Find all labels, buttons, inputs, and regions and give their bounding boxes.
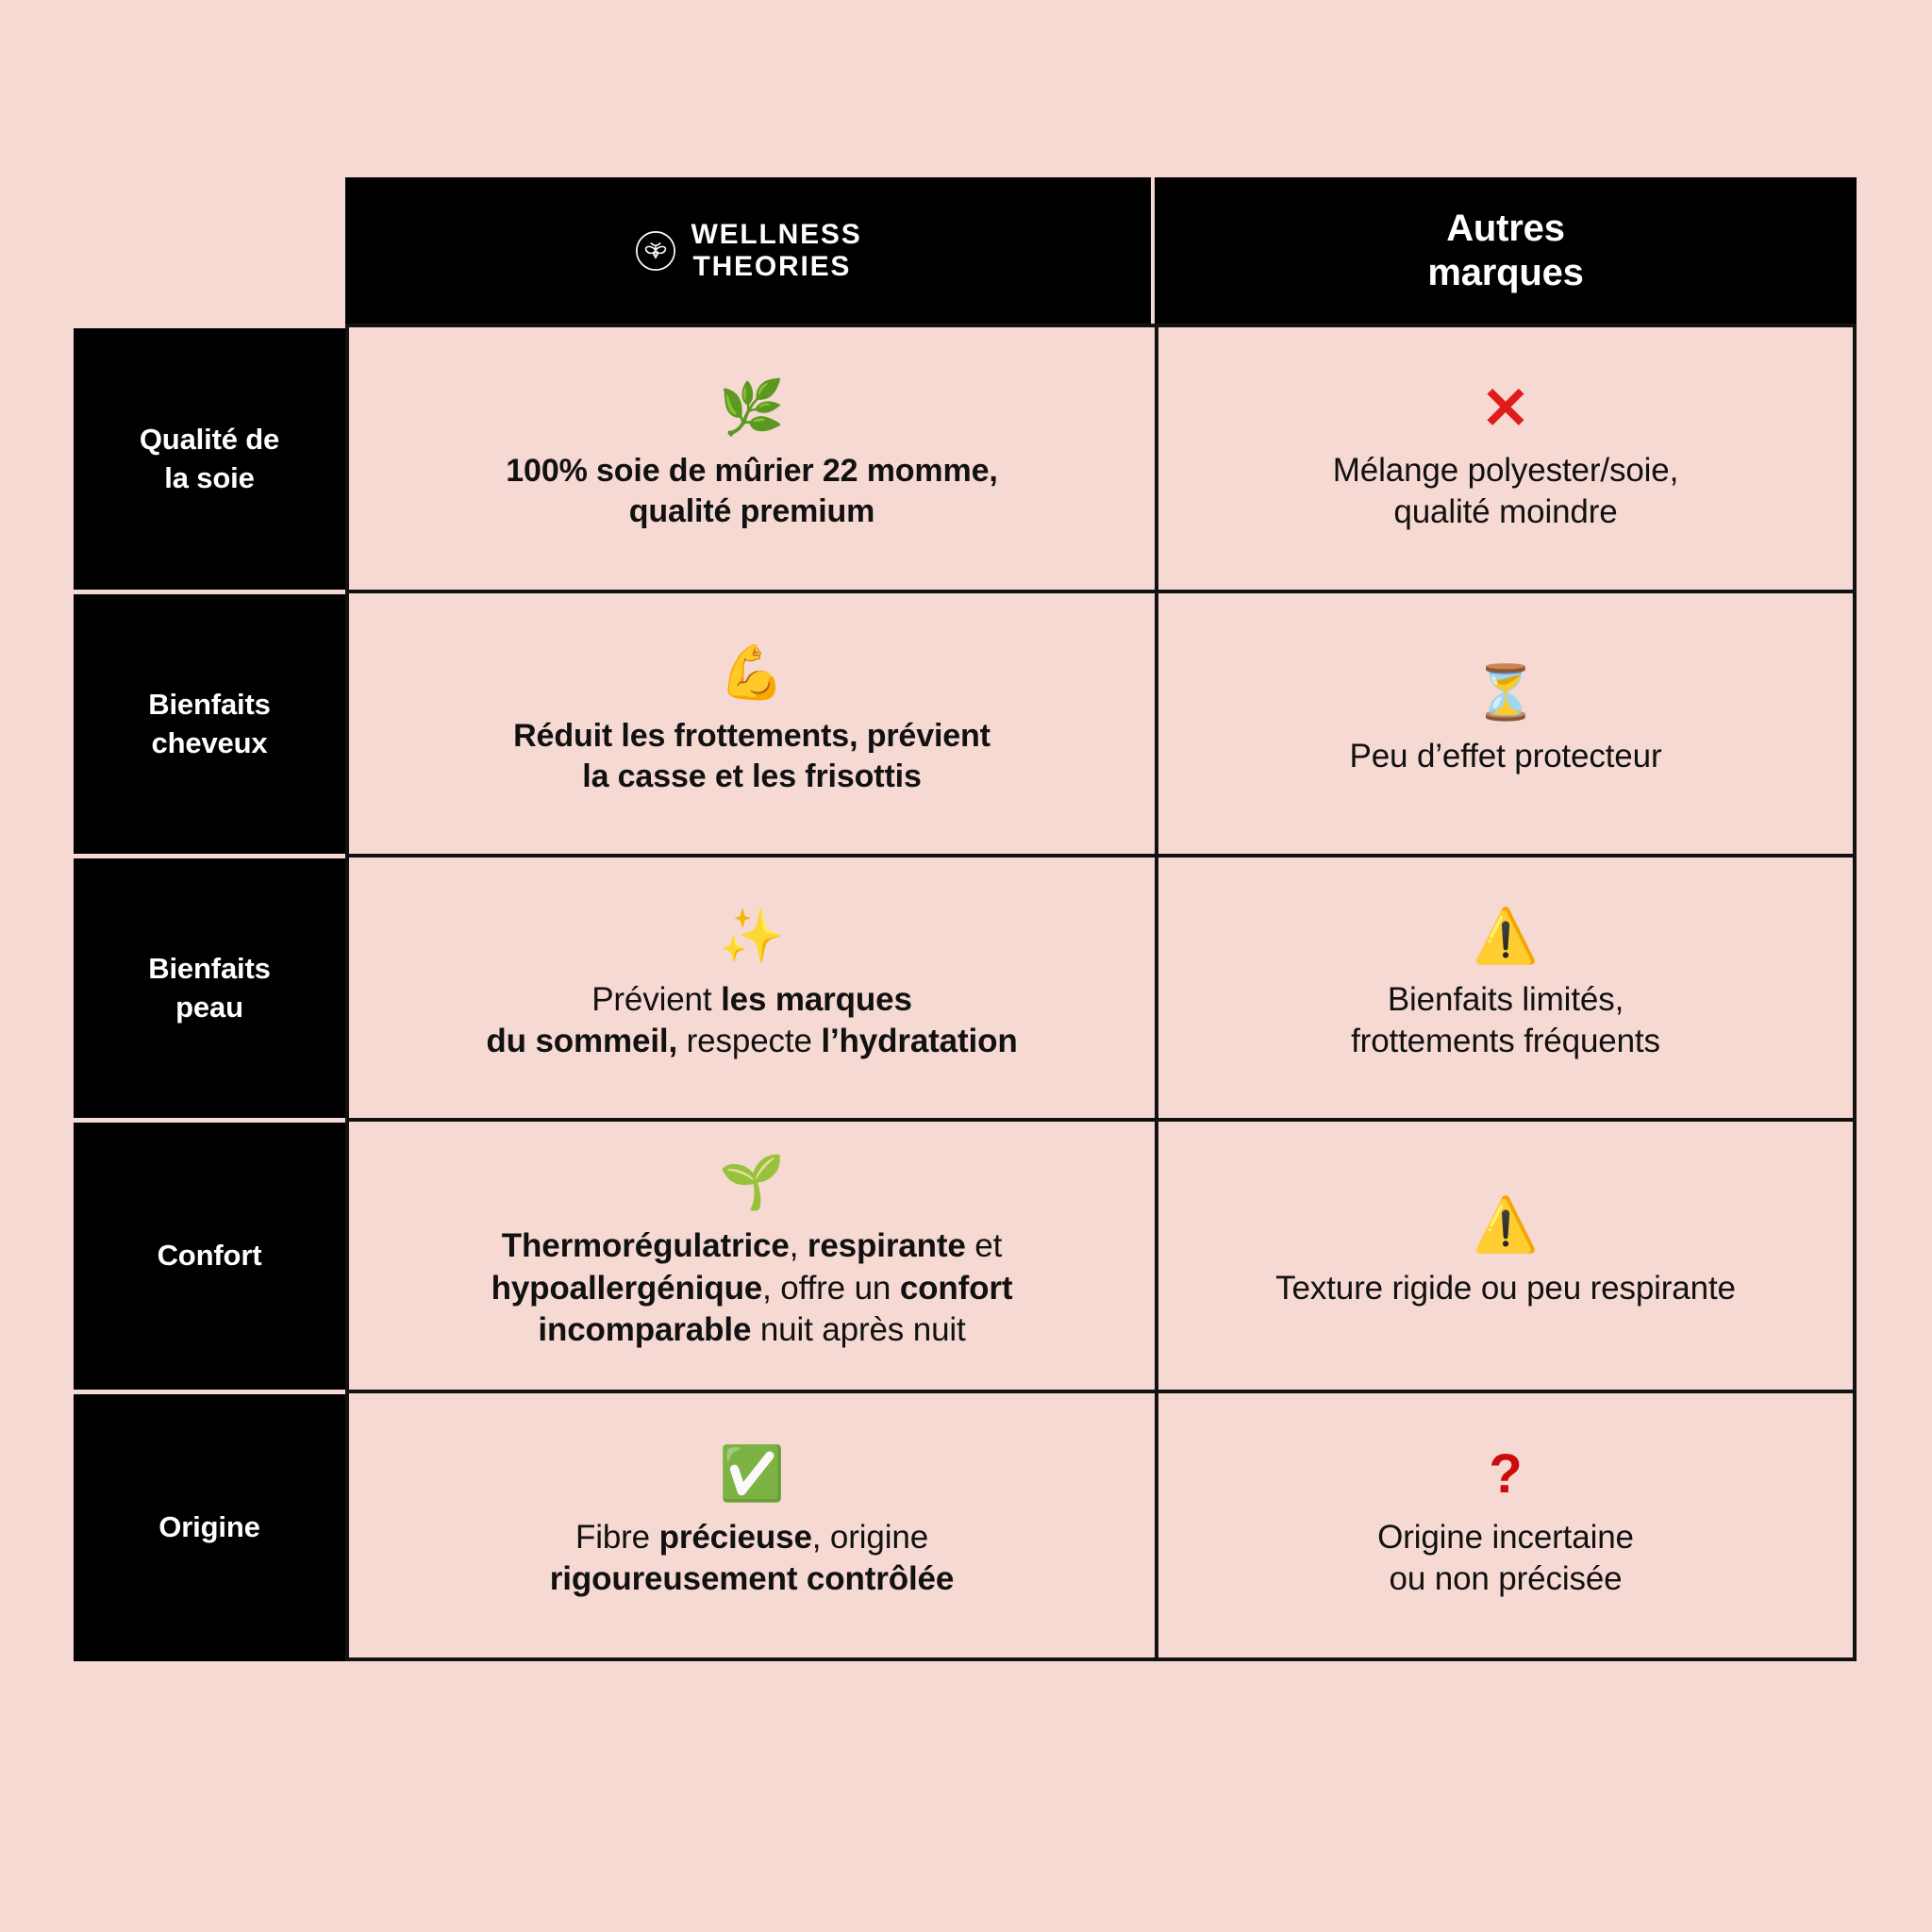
row-label-line-1: Confort <box>157 1239 262 1273</box>
bee-in-circle-icon <box>634 229 677 273</box>
row-label-line-1: Bienfaits <box>148 688 271 722</box>
seedling-icon: 🌱 <box>719 1152 785 1212</box>
header-empty-corner <box>74 177 345 324</box>
other-brands-line-1: Autres <box>1446 208 1565 250</box>
table-header-row: WELLNESS THEORIES Autres marques <box>74 177 1857 324</box>
cell-them-qualite-de-la-soie: ✕ Mélange polyester/soie,qualité moindre <box>1155 324 1857 590</box>
brand-lockup: WELLNESS THEORIES <box>357 219 1140 282</box>
row-label-origine: Origine <box>74 1390 345 1661</box>
cell-them-text: Mélange polyester/soie,qualité moindre <box>1332 451 1679 530</box>
sparkles-icon: ✨ <box>719 905 785 965</box>
header-other-brands-column: Autres marques <box>1155 177 1857 324</box>
check-mark-button-icon: ✅ <box>719 1442 785 1503</box>
row-label-line-1: Qualité de <box>139 423 280 457</box>
herb-icon: 🌿 <box>719 376 785 437</box>
cross-mark-icon: ✕ <box>1481 375 1530 441</box>
brand-line-2: THEORIES <box>692 250 852 282</box>
cell-us-qualite-de-la-soie: 🌿 100% soie de mûrier 22 momme,qualité p… <box>345 324 1155 590</box>
cell-them-confort: ⚠️ Texture rigide ou peu respirante <box>1155 1118 1857 1390</box>
warning-icon: ⚠️ <box>1473 905 1539 965</box>
brand-wordmark: WELLNESS THEORIES <box>691 219 861 282</box>
table-row: Confort 🌱 Thermorégulatrice, respirante … <box>74 1118 1857 1390</box>
cell-them-text: Bienfaits limités,frottements fréquents <box>1351 980 1660 1059</box>
cell-them-text: Peu d’effet protecteur <box>1349 737 1662 774</box>
row-label-line-2: peau <box>175 990 243 1024</box>
row-label-confort: Confort <box>74 1118 345 1390</box>
row-label-line-1: Origine <box>158 1510 260 1544</box>
cell-them-bienfaits-peau: ⚠️ Bienfaits limités,frottements fréquen… <box>1155 854 1857 1118</box>
cell-them-text: Texture rigide ou peu respirante <box>1275 1269 1736 1307</box>
question-mark-icon: ? <box>1489 1442 1523 1505</box>
header-brand-column: WELLNESS THEORIES <box>345 177 1155 324</box>
table-row: Bienfaits cheveux 💪 Réduit les frottemen… <box>74 590 1857 854</box>
cell-us-text: 100% soie de mûrier 22 momme,qualité pre… <box>506 452 998 529</box>
row-label-bienfaits-cheveux: Bienfaits cheveux <box>74 590 345 854</box>
row-label-line-2: la soie <box>164 460 255 494</box>
comparison-table: WELLNESS THEORIES Autres marques Qualité… <box>74 177 1857 1661</box>
brand-line-1: WELLNESS <box>691 218 862 250</box>
table-row: Qualité de la soie 🌿 100% soie de mûrier… <box>74 324 1857 590</box>
flexed-biceps-icon: 💪 <box>719 641 785 702</box>
other-brands-line-2: marques <box>1427 251 1584 293</box>
warning-icon: ⚠️ <box>1473 1193 1539 1254</box>
row-label-line-2: cheveux <box>151 725 268 759</box>
other-brands-title: Autres marques <box>1166 207 1845 294</box>
cell-them-bienfaits-cheveux: ⏳ Peu d’effet protecteur <box>1155 590 1857 854</box>
hourglass-icon: ⏳ <box>1473 661 1539 722</box>
row-label-line-1: Bienfaits <box>148 952 271 986</box>
row-label-qualite-de-la-soie: Qualité de la soie <box>74 324 345 590</box>
row-label-bienfaits-peau: Bienfaits peau <box>74 854 345 1118</box>
